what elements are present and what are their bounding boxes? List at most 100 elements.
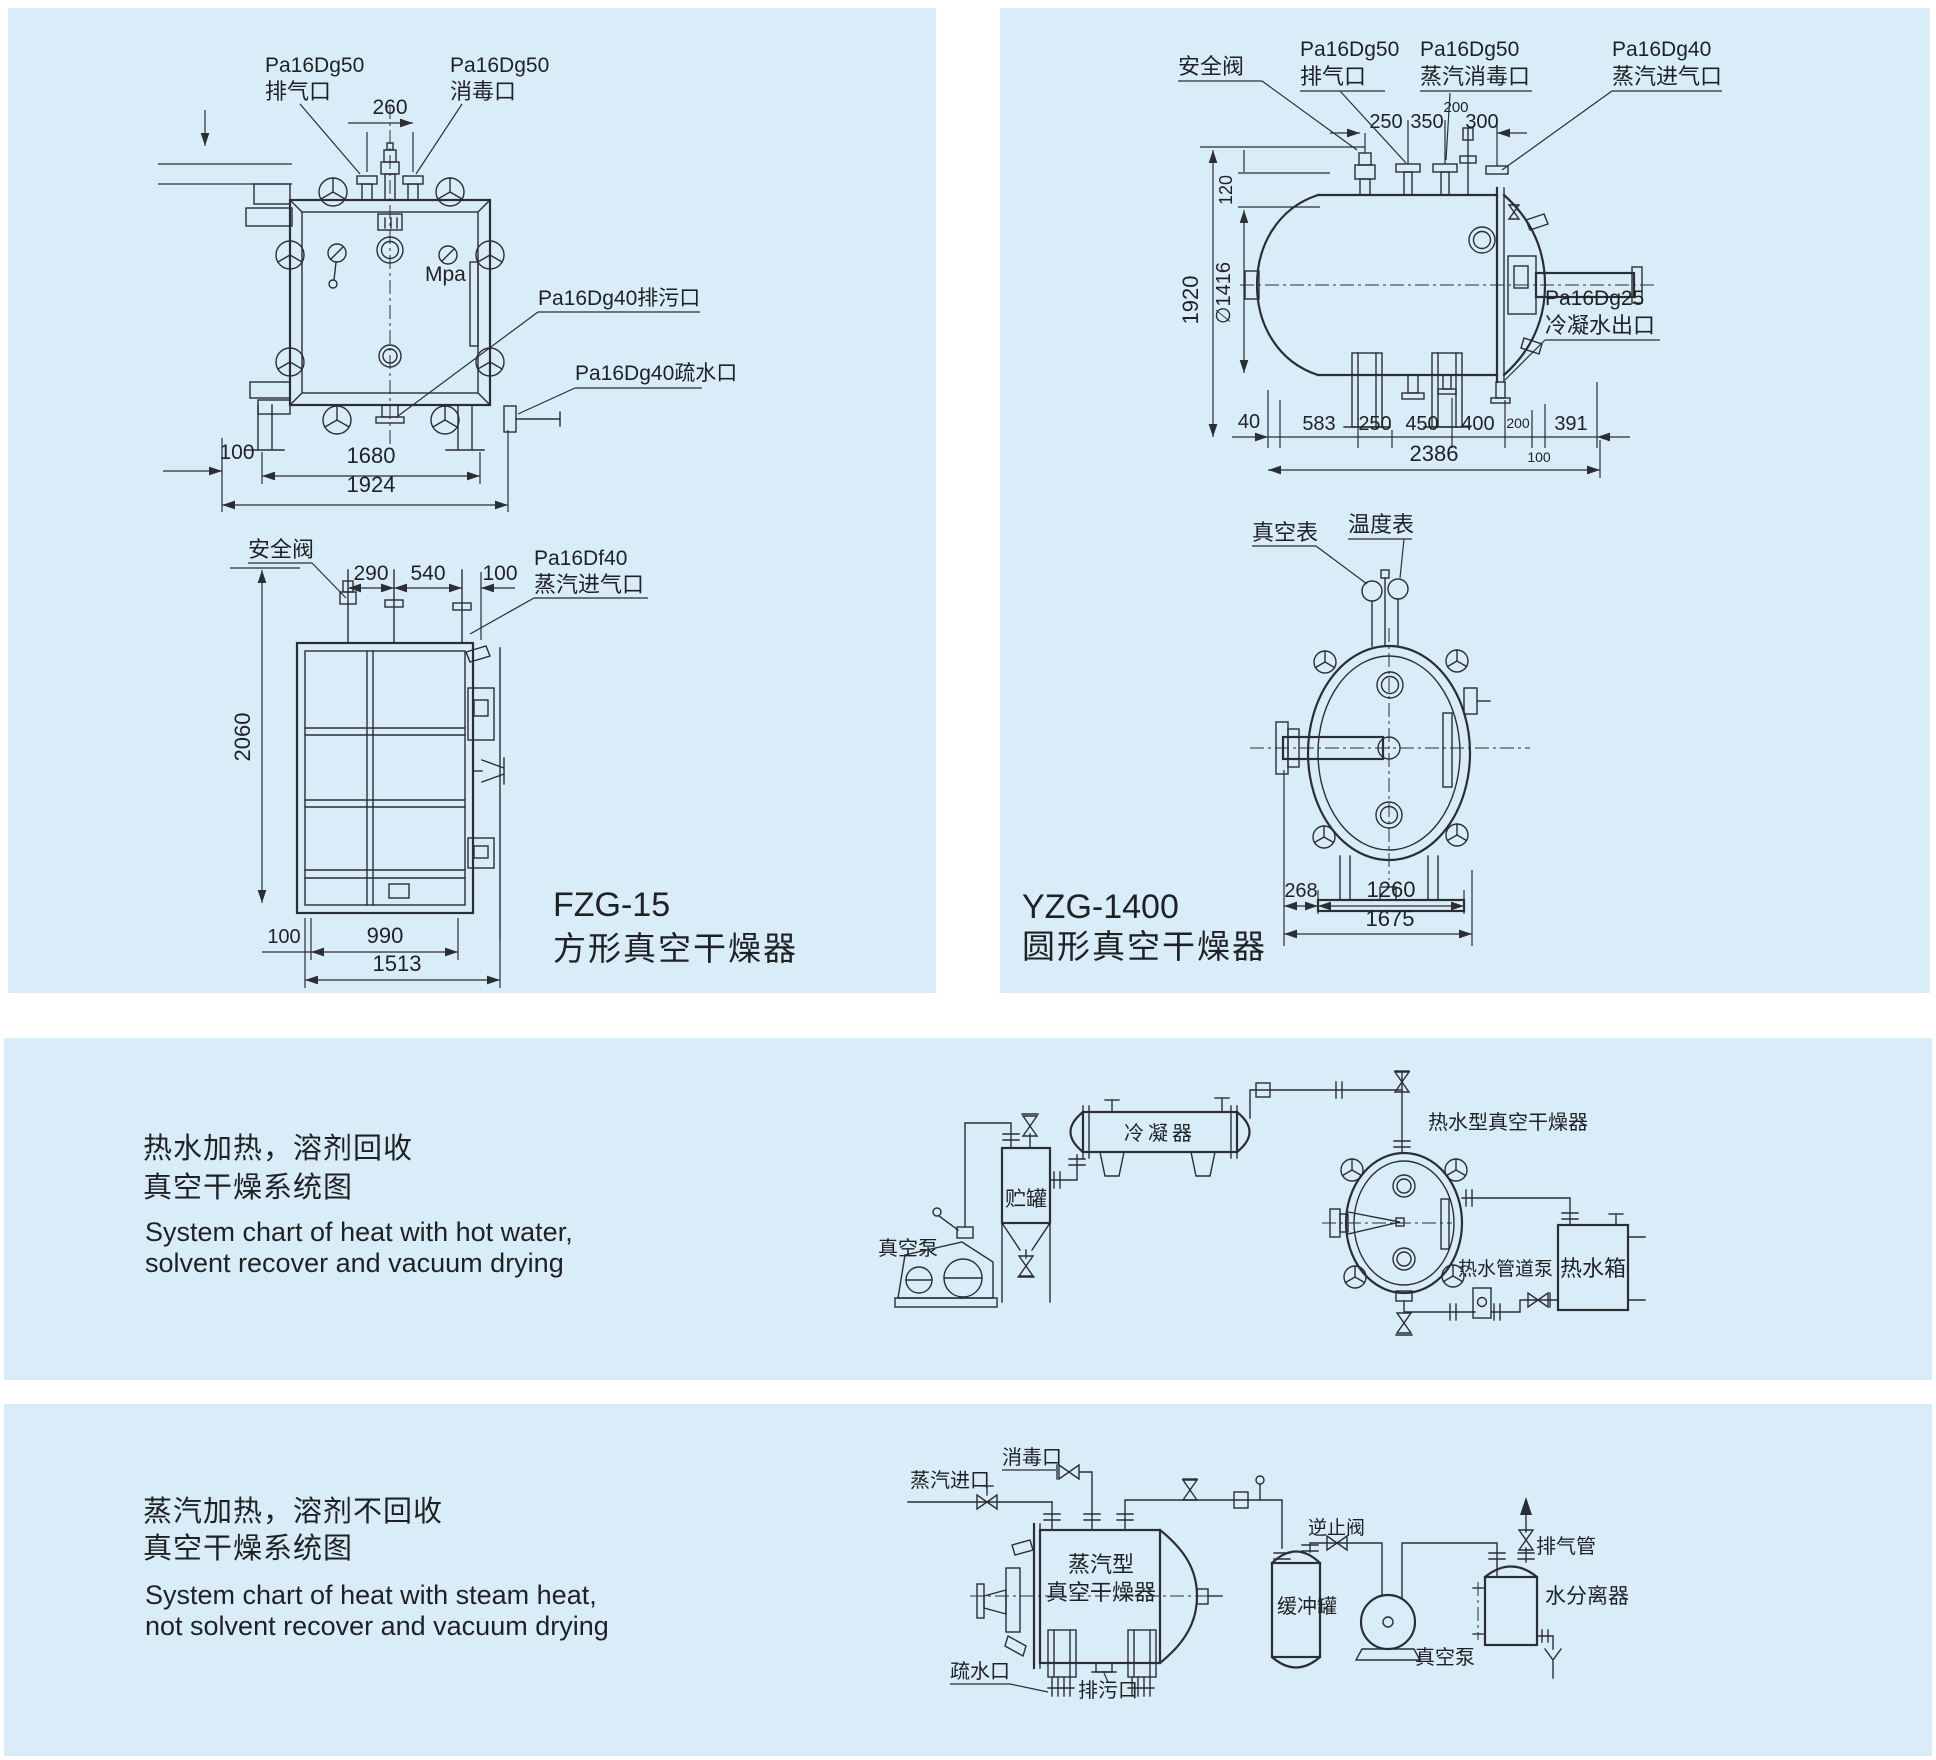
steam-vacuum-pump: 真空泵 — [1354, 1593, 1475, 1669]
dim-268: 268 — [1284, 880, 1317, 902]
drain-label: Pa16Dg40排污口 — [538, 287, 700, 310]
trap-fitting — [503, 405, 561, 433]
steam-inlet-label-1: Pa16Dg40 — [1612, 38, 1711, 61]
hot-water-tank: 热水箱 — [1556, 1213, 1646, 1312]
door-latch-detail — [377, 213, 403, 231]
yzg-model: YZG-1400 — [1022, 888, 1179, 926]
trap-label: Pa16Dg40疏水口 — [575, 362, 737, 385]
hot-water-system: 热水加热，溶剂回收 真空干燥系统图 System chart of heat w… — [143, 1070, 1646, 1336]
dim-1675: 1675 — [1366, 906, 1415, 931]
vacuum-pump: 真空泵 — [878, 1207, 998, 1308]
pressure-unit: Mpa — [425, 263, 466, 286]
hot-heading-cn-1: 热水加热，溶剂回收 — [143, 1132, 413, 1165]
dim-40: 40 — [1238, 411, 1260, 433]
dim-290: 290 — [353, 562, 388, 585]
steam-dryer-label-2: 真空干燥器 — [1046, 1580, 1156, 1605]
exhaust-label-2: 排气口 — [1300, 64, 1366, 89]
condenser: 冷凝器 — [1069, 1097, 1251, 1177]
dim-391: 391 — [1554, 413, 1587, 435]
dim-100-bottom: 100 — [267, 926, 300, 948]
condenser-label: 冷凝器 — [1124, 1122, 1196, 1145]
center-fitting — [380, 142, 400, 201]
exhaust-label-1: Pa16Dg50 — [265, 54, 364, 77]
exhaust-pipe-label: 排气管 — [1536, 1535, 1596, 1558]
yzg-side-view: 250 350 200 300 安全阀 Pa16Dg50 排气口 Pa16Dg5… — [1178, 38, 1722, 478]
condensate-label-2: 冷凝水出口 — [1545, 313, 1655, 338]
pipeline-pump — [1472, 1287, 1501, 1321]
steam-inlet-label: 蒸汽进口 — [910, 1469, 990, 1492]
hot-dryer-label: 热水型真空干燥器 — [1428, 1111, 1588, 1134]
pipe-pump-label: 热水管道泵 — [1458, 1258, 1553, 1280]
condensate-label-1: Pa16Dg25 — [1545, 287, 1644, 310]
steam-heading-cn-2: 真空干燥系统图 — [143, 1532, 353, 1565]
temp-gauge-label: 温度表 — [1348, 512, 1414, 537]
water-separator-label: 水分离器 — [1545, 1585, 1629, 1608]
dim-400: 400 — [1461, 413, 1494, 435]
check-valve-label: 逆止阀 — [1308, 1517, 1365, 1539]
dim-540: 540 — [410, 562, 445, 585]
door-mechanism — [465, 645, 505, 941]
yzg-panel-bg — [1000, 8, 1930, 993]
hot-heading-en-2: solvent recover and vacuum drying — [145, 1248, 564, 1278]
hot-heading-en-1: System chart of heat with hot water, — [145, 1217, 573, 1247]
dim-1416: ∅1416 — [1213, 262, 1235, 324]
storage-tank: 贮罐 — [1000, 1146, 1052, 1303]
door-shaft — [1507, 255, 1643, 315]
sterilize-label-2: 消毒口 — [450, 79, 516, 104]
safety-valve-label: 安全阀 — [1178, 54, 1244, 79]
steam-heading-en-2: not solvent recover and vacuum drying — [145, 1611, 609, 1641]
safety-valve-label: 安全阀 — [248, 537, 314, 562]
dim-1513: 1513 — [373, 951, 422, 976]
steam-inlet-label-2: 蒸汽进气口 — [1612, 64, 1722, 89]
steam-inlet-label-2: 蒸汽进气口 — [534, 572, 644, 597]
steam-heading-cn-1: 蒸汽加热，溶剂不回收 — [143, 1495, 443, 1528]
steam-dryer: 蒸汽型 真空干燥器 — [970, 1522, 1223, 1697]
dim-260: 260 — [372, 96, 407, 119]
steam-heading-en-1: System chart of heat with steam heat, — [145, 1580, 597, 1610]
fzg-front-view: 安全阀 290 540 100 Pa16Df40 蒸汽进气口 2060 100 … — [230, 537, 798, 988]
vacuum-gauge-label: 真空表 — [1252, 520, 1318, 545]
sterilize-label-2: 蒸汽消毒口 — [1420, 64, 1530, 89]
hot-water-dryer: 热水型真空干燥器 — [1322, 1070, 1588, 1295]
dim-300: 300 — [1465, 111, 1498, 133]
steam-vacuum-pump-label: 真空泵 — [1415, 1646, 1475, 1669]
sterilize-port — [402, 175, 424, 201]
sterilize-label-1: Pa16Dg50 — [450, 54, 549, 77]
temp-gauge-icon — [1387, 578, 1409, 600]
water-separator: 水分离器 — [1472, 1565, 1629, 1647]
exhaust-port — [356, 175, 378, 201]
dim-450: 450 — [1405, 413, 1438, 435]
fzg-top-view: 260 100 1680 1924 Pa16Dg50 排气口 Pa16Dg50 … — [158, 54, 737, 512]
yzg-front-view: 真空表 温度表 268 1260 1675 YZG-1400 圆形真空干燥器 — [1022, 512, 1530, 965]
steam-system: 蒸汽加热，溶剂不回收 真空干燥系统图 System chart of heat … — [143, 1446, 1629, 1702]
storage-tank-label: 贮罐 — [1005, 1188, 1047, 1211]
dim-2060: 2060 — [230, 713, 255, 762]
vacuum-pump-label: 真空泵 — [878, 1237, 938, 1260]
yzg-type-name: 圆形真空干燥器 — [1022, 928, 1267, 965]
dim-250b: 250 — [1358, 413, 1391, 435]
dim-120: 120 — [1216, 175, 1236, 205]
steam-dryer-label-1: 蒸汽型 — [1068, 1552, 1134, 1577]
exhaust-label-1: Pa16Dg50 — [1300, 38, 1399, 61]
dim-990: 990 — [367, 923, 404, 948]
buffer-tank: 缓冲罐 — [1270, 1550, 1337, 1669]
buffer-tank-label: 缓冲罐 — [1277, 1595, 1337, 1618]
fzg-model: FZG-15 — [553, 886, 670, 924]
steam-panel-bg — [4, 1404, 1932, 1756]
exhaust-arrow-icon — [1520, 1497, 1532, 1515]
sterilize-label-1: Pa16Dg50 — [1420, 38, 1519, 61]
dim-100: 100 — [219, 441, 254, 464]
dim-100: 100 — [1527, 449, 1551, 465]
hot-water-panel-bg — [4, 1038, 1932, 1380]
water-tank-label: 热水箱 — [1560, 1256, 1626, 1281]
blowdown-port-label: 排污口 — [1078, 1679, 1138, 1702]
trap-port-label: 疏水口 — [950, 1660, 1010, 1683]
blowdown-fitting — [375, 404, 405, 424]
dim-583: 583 — [1302, 413, 1335, 435]
fzg-type-name: 方形真空干燥器 — [553, 930, 798, 967]
exhaust-label-2: 排气口 — [265, 79, 331, 104]
vacuum-gauge-icon — [1361, 580, 1383, 602]
dim-200b: 200 — [1506, 415, 1530, 431]
